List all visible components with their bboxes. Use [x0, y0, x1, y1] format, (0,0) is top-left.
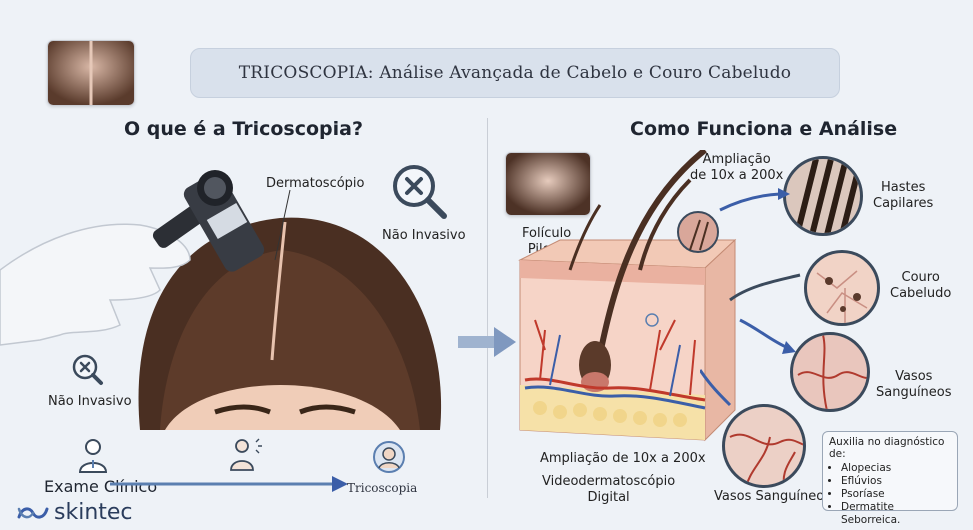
- skintec-logo-icon: [17, 506, 49, 519]
- scalp-thumbnail-right: [505, 152, 591, 216]
- hair-shafts-circle: [783, 156, 863, 236]
- scalp-circle: [804, 250, 880, 326]
- list-item: Alopecias: [841, 462, 951, 475]
- scalp-thumbnail-top: [47, 40, 135, 106]
- page-title: TRICOSCOPIA: Análise Avançada de Cabelo …: [190, 48, 840, 98]
- head-illustration: [0, 170, 442, 430]
- left-heading: O que é a Tricoscopia?: [124, 118, 363, 140]
- section-divider: [487, 118, 488, 498]
- right-heading: Como Funciona e Análise: [630, 118, 898, 140]
- vessels-label: Vasos Sanguíneos: [876, 369, 952, 400]
- scalp-label: Couro Cabeludo: [890, 270, 952, 301]
- list-item: Eflúvios: [841, 475, 951, 488]
- dermatoscope-label: Dermatoscópio: [266, 176, 365, 191]
- vessels-circle-right: [790, 332, 870, 412]
- magnification-bottom-label: Ampliação de 10x a 200x: [540, 451, 706, 466]
- diagnosis-box: Auxilia no diagnóstico de: Alopecias Efl…: [822, 431, 958, 526]
- brand-name: skintec: [54, 500, 133, 525]
- magnifier-x-icon: [390, 162, 450, 224]
- diagnosis-title: Auxilia no diagnóstico de:: [829, 436, 945, 460]
- center-arrow-icon: [458, 327, 516, 357]
- callout-arrows: [700, 188, 801, 407]
- non-invasive-label-top: Não Invasivo: [382, 228, 466, 243]
- patient-icon: [228, 436, 264, 476]
- person-avatar-icon: [372, 440, 406, 478]
- tricoscopia-label: Tricoscopia: [347, 481, 418, 495]
- skin-cross-section: [518, 150, 737, 442]
- page-title-text: TRICOSCOPIA: Análise Avançada de Cabelo …: [238, 63, 792, 83]
- list-item: Psoríase: [841, 488, 951, 501]
- videodermatoscope-label: Videodermatoscópio Digital: [542, 474, 676, 505]
- vessels-bottom-label: Vasos Sanguíneos: [714, 489, 832, 504]
- skintec-logo: skintec: [16, 500, 133, 525]
- doctor-icon: [76, 438, 110, 478]
- diagnosis-list: Alopecias Eflúvios Psoríase Dermatite Se…: [829, 462, 951, 527]
- flow-arrow-icon: [110, 476, 348, 492]
- hair-shafts-label: Hastes Capilares: [873, 180, 934, 211]
- exam-label: Exame Clínico: [44, 477, 158, 496]
- list-item: Dermatite Seborreica.: [841, 501, 951, 527]
- magnification-top-label: Ampliação de 10x a 200x: [690, 152, 784, 183]
- magnifier-x-icon: [70, 352, 104, 390]
- non-invasive-label-bottom: Não Invasivo: [48, 394, 132, 409]
- vessels-circle-bottom: [722, 404, 806, 488]
